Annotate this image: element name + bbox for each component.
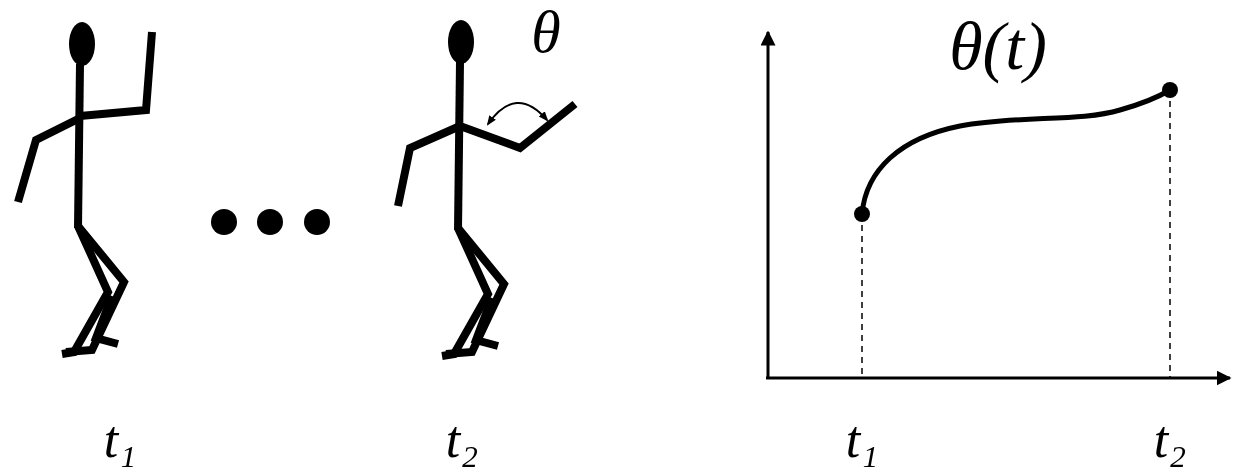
time-label: t₂ — [446, 414, 479, 466]
figure-leg — [446, 228, 504, 354]
figure-arm — [80, 32, 152, 116]
endpoint-dot — [1162, 82, 1178, 98]
figure-arm — [398, 126, 460, 206]
figure-leg — [476, 298, 498, 346]
figure-spine — [458, 62, 460, 230]
ellipsis-dots — [211, 209, 330, 235]
figure-head — [448, 20, 474, 64]
axis-tick-label: t₂ — [1154, 414, 1187, 466]
function-label: θ(t) — [949, 12, 1047, 80]
figure-arm — [18, 118, 80, 202]
stick-figure — [18, 22, 152, 354]
guide-line — [1169, 90, 1171, 378]
time-label: t₁ — [104, 414, 137, 466]
figure-head — [69, 22, 95, 66]
figure-leg — [66, 226, 124, 352]
x-axis — [766, 377, 1230, 380]
angle-label: θ — [531, 2, 560, 62]
y-axis — [767, 32, 770, 378]
angle-arc — [488, 103, 547, 124]
figure-spine — [78, 64, 80, 228]
theta-curve — [862, 90, 1170, 214]
figure-leg — [96, 296, 118, 344]
figure-arm — [460, 104, 575, 148]
endpoint-dot — [854, 206, 870, 222]
axis-tick-label: t₁ — [846, 414, 879, 466]
guide-line — [861, 214, 863, 378]
stick-figure — [398, 20, 575, 356]
